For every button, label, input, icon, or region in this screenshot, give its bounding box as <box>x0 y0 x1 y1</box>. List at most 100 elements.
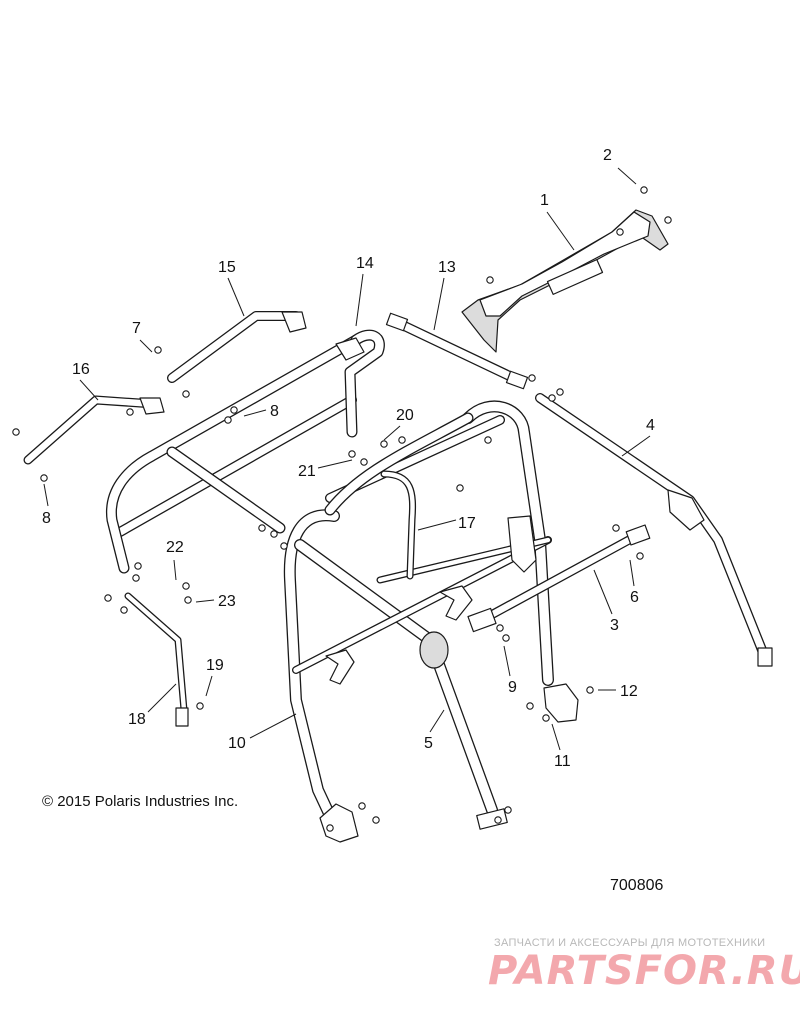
center-hook-right <box>439 585 473 621</box>
leader-16 <box>79 379 99 401</box>
leader-23 <box>195 599 215 603</box>
bolt-7 <box>612 524 620 532</box>
callout-1: 1 <box>540 192 549 209</box>
leader-7 <box>139 339 153 353</box>
callout-12: 12 <box>620 683 638 700</box>
seat-bracket-17 <box>380 470 416 580</box>
crossbar-clamp-right <box>505 370 529 390</box>
bolt-13 <box>586 686 594 694</box>
bolt-17 <box>132 574 140 582</box>
bolt-41 <box>456 484 464 492</box>
roof-crossbar <box>166 446 286 534</box>
bolt-34 <box>348 450 356 458</box>
callout-23: 23 <box>218 593 236 610</box>
leader-22 <box>173 559 177 581</box>
callout-16: 16 <box>72 361 90 378</box>
rear-hoop-left <box>105 334 362 574</box>
callout-21: 21 <box>298 463 316 480</box>
bolt-33 <box>360 458 368 466</box>
bolt-18 <box>134 562 142 570</box>
bolt-12 <box>542 714 550 722</box>
bolt-15 <box>270 530 278 538</box>
bolt-23 <box>196 702 204 710</box>
leader-11 <box>551 723 561 751</box>
leader-13 <box>433 277 445 331</box>
leader-4 <box>621 435 651 457</box>
callout-3: 3 <box>610 617 619 634</box>
leader-3 <box>593 569 613 615</box>
leader-18 <box>147 683 177 713</box>
leader-8-lower <box>43 483 49 507</box>
bolt-30 <box>12 428 20 436</box>
bolt-25 <box>182 390 190 398</box>
callout-5: 5 <box>424 735 433 752</box>
callout-11: 11 <box>554 753 571 770</box>
leader-10 <box>249 713 297 739</box>
drawing-number: 700806 <box>610 877 663 894</box>
front-left-foot <box>319 803 359 843</box>
callout-19: 19 <box>206 657 224 674</box>
bolt-22 <box>184 596 192 604</box>
bolt-10 <box>496 624 504 632</box>
watermark-tagline: ЗАПЧАСТИ И АКСЕССУАРЫ ДЛЯ МОТОТЕХНИКИ <box>494 937 765 949</box>
bolt-19 <box>104 594 112 602</box>
bolt-9 <box>502 634 510 642</box>
leader-14 <box>355 273 364 327</box>
roof-clamp <box>335 337 365 361</box>
bolt-31 <box>380 440 388 448</box>
leader-15 <box>227 277 245 317</box>
watermark: ЗАПЧАСТИ И АКСЕССУАРЫ ДЛЯ МОТОТЕХНИКИ PA… <box>488 937 800 994</box>
callout-9: 9 <box>508 679 517 696</box>
bolt-36 <box>372 816 380 824</box>
bolt-11 <box>526 702 534 710</box>
rear-right-foot <box>543 683 579 723</box>
bolt-3 <box>616 228 624 236</box>
callout-labels: 1 2 3 4 5 6 7 8 8 9 10 11 12 13 14 15 16… <box>42 147 655 770</box>
rear-panel-window <box>546 259 604 295</box>
bolt-21 <box>182 582 190 590</box>
bolt-4 <box>528 374 536 382</box>
front-side-tube-left <box>283 509 340 826</box>
bolt-26 <box>126 408 134 416</box>
leader-2 <box>617 167 637 185</box>
brace-lower-clamp <box>757 647 773 667</box>
leader-8-upper <box>243 409 267 417</box>
center-hook-left <box>325 649 355 685</box>
bolt-27 <box>224 416 232 424</box>
bolt-1 <box>664 216 672 224</box>
leader-17 <box>417 519 457 531</box>
callout-13: 13 <box>438 259 456 276</box>
callout-22: 22 <box>166 539 184 556</box>
side-bracket-18 <box>124 592 188 714</box>
crossbar-clamp-left <box>385 312 409 332</box>
cross-brace-3 <box>477 529 645 625</box>
side-bracket-end <box>175 707 189 727</box>
leader-21 <box>317 459 353 469</box>
grab-handle-16 <box>23 395 159 465</box>
cross-brace-end-left <box>467 607 497 633</box>
grab-handle-end <box>281 311 307 333</box>
bolt-37 <box>326 824 334 832</box>
leader-6 <box>629 559 635 587</box>
front-right-foot <box>476 808 508 830</box>
bolt-28 <box>230 406 238 414</box>
grab-handle-15 <box>167 311 301 383</box>
bolt-29 <box>40 474 48 482</box>
leader-5 <box>429 709 445 733</box>
rear-crossbar-lower <box>115 395 357 537</box>
bolt-2 <box>486 276 494 284</box>
rear-hoop-right-down <box>344 329 385 438</box>
bolt-35 <box>358 802 366 810</box>
rear-panel-face <box>479 211 651 317</box>
callout-leaders <box>43 167 651 751</box>
bolt-24 <box>154 346 162 354</box>
callout-10: 10 <box>228 735 246 752</box>
bolt-38 <box>494 816 502 824</box>
leader-1 <box>546 211 575 251</box>
callout-6: 6 <box>630 589 639 606</box>
grab-handle-end-left <box>139 397 165 415</box>
center-crossmember <box>292 536 552 674</box>
cross-brace-end-right <box>625 524 651 546</box>
watermark-brand: PARTSFOR.RU <box>488 948 800 994</box>
